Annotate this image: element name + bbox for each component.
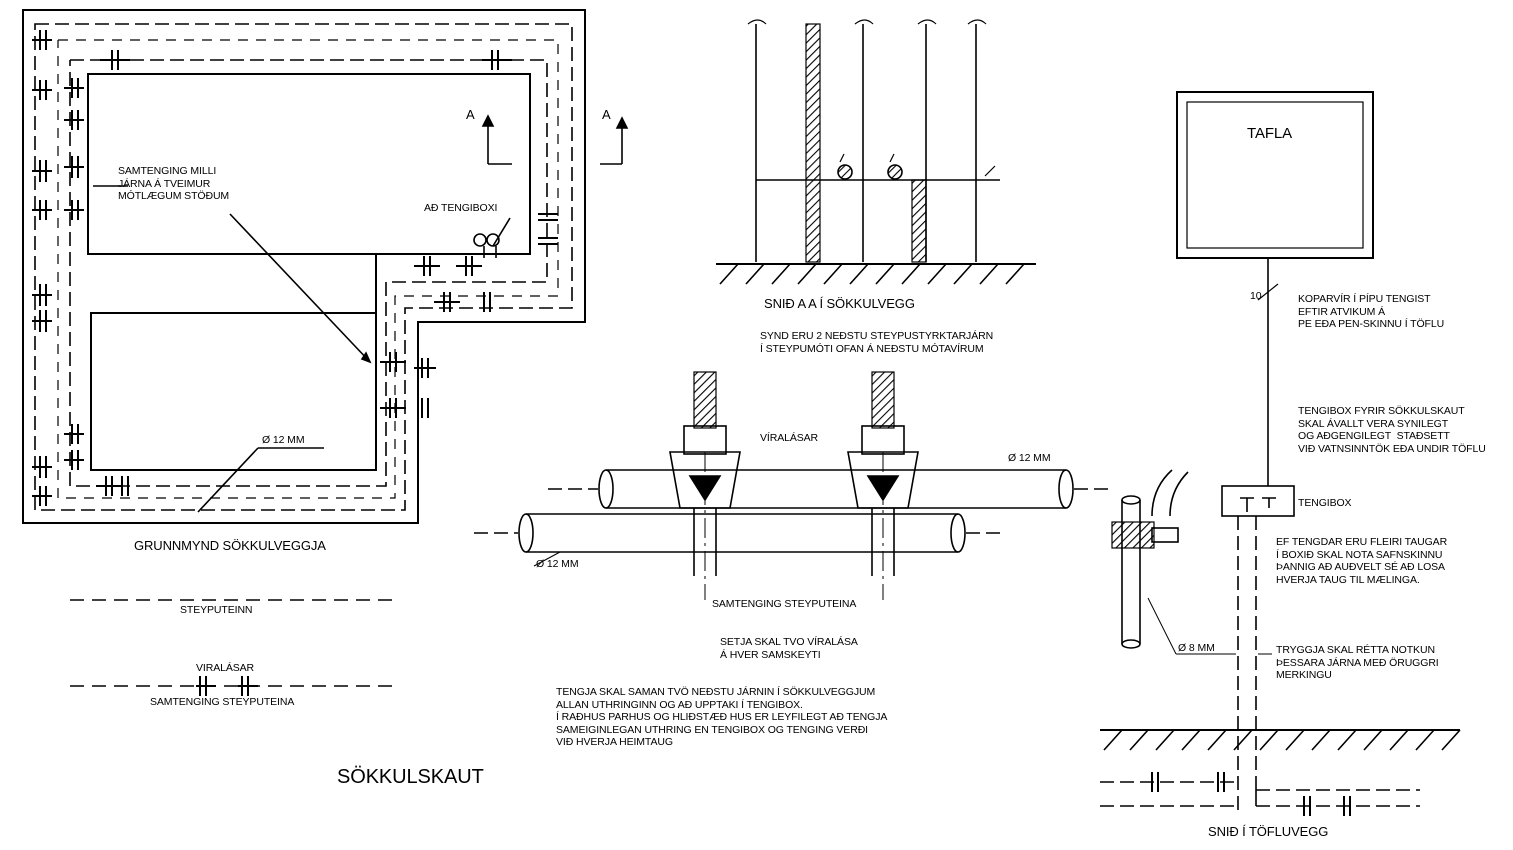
plan-box-note: AÐ TENGIBOXI (424, 202, 498, 214)
rod-label: Ø 8 MM (1178, 642, 1215, 654)
tengibox-label: TENGIBOX (1298, 497, 1352, 509)
tafla-label: TAFLA (1247, 125, 1293, 142)
legend-line-label: STEYPUTEINN (180, 604, 253, 616)
detail-caption: SAMTENGING STEYPUTEINA (712, 598, 857, 610)
rebar-top-label: Ø 12 MM (1008, 452, 1051, 464)
detail-main-note: TENGJA SKAL SAMAN TVÖ NEÐSTU JÁRNIN Í SÖ… (556, 686, 888, 748)
legend (70, 599, 392, 696)
clamp-detail (474, 371, 1112, 600)
panel-section-title: SNIÐ Í TÖFLUVEGG (1208, 824, 1329, 839)
marking-note: TRYGGJA SKAL RÉTTA NOTKUN ÞESSARA JÁRNA … (1276, 644, 1439, 681)
plan-rebar-label: Ø 12 MM (262, 434, 305, 446)
legend-joint-label: SAMTENGING STEYPUTEINA (150, 696, 295, 708)
section-aa (716, 19, 1036, 285)
tengibox-note: TENGIBOX FYRIR SÖKKULSKAUT SKAL ÁVALLT V… (1298, 405, 1486, 455)
foundation-plan (22, 9, 629, 524)
plan-title: GRUNNMYND SÖKKULVEGGJA (134, 538, 326, 553)
detail-clamps-note: SETJA SKAL TVO VÍRALÁSA Á HVER SAMSKEYTI (720, 636, 858, 661)
main-title: SÖKKULSKAUT (337, 766, 484, 788)
panel-section (1100, 91, 1461, 816)
section-mark-a2: A (602, 107, 611, 122)
wire-size-label: 10 (1250, 290, 1262, 302)
plan-connection-note: SAMTENGING MILLI JÁRNA Á TVEIMUR MÓTLÆGU… (118, 165, 230, 202)
rebar-bottom-label: Ø 12 MM (536, 558, 579, 570)
legend-clamp-label: VIRALÁSAR (196, 662, 255, 674)
copper-note: KOPARVÍR Í PÍPU TENGIST EFTIR ATVIKUM Á … (1298, 293, 1445, 330)
clamps-label: VÍRALÁSAR (760, 432, 819, 444)
section-aa-title: SNIÐ A A Í SÖKKULVEGG (764, 296, 915, 311)
section-mark-a1: A (466, 107, 475, 122)
more-wires-note: EF TENGDAR ERU FLEIRI TAUGAR Í BOXIÐ SKA… (1276, 536, 1448, 586)
section-aa-note: SYND ERU 2 NEÐSTU STEYPUSTYRKTARJÁRN Í S… (760, 330, 994, 355)
